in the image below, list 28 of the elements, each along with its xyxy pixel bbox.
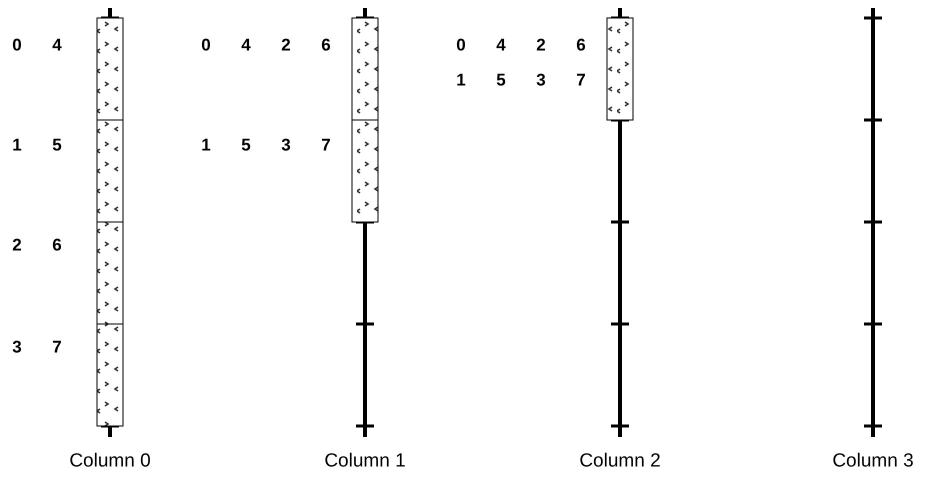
index-label: 4 (241, 36, 251, 54)
index-label: 7 (576, 72, 586, 88)
column-label: Column 0 (69, 452, 151, 470)
index-label: 7 (52, 338, 62, 356)
index-label: 4 (52, 36, 62, 54)
index-label: 7 (321, 136, 331, 154)
index-label: 3 (536, 72, 546, 88)
index-label: 0 (201, 36, 211, 54)
index-label: 6 (576, 36, 586, 54)
index-label: 1 (12, 136, 22, 154)
index-label: 0 (12, 36, 22, 54)
index-label: 5 (52, 136, 62, 154)
index-label: 1 (456, 72, 466, 88)
index-label: 6 (52, 236, 62, 254)
index-label: 5 (241, 136, 251, 154)
index-label: 6 (321, 36, 331, 54)
column-label: Column 2 (579, 452, 661, 470)
column-label: Column 1 (324, 452, 406, 470)
column-label: Column 3 (832, 452, 914, 470)
index-label: 1 (201, 136, 211, 154)
index-label: 2 (281, 36, 291, 54)
index-label: 3 (12, 338, 22, 356)
index-label: 2 (536, 36, 546, 54)
index-label: 4 (496, 36, 506, 54)
index-label: 5 (496, 72, 506, 88)
index-label: 3 (281, 136, 291, 154)
index-label: 2 (12, 236, 22, 254)
index-label: 0 (456, 36, 466, 54)
